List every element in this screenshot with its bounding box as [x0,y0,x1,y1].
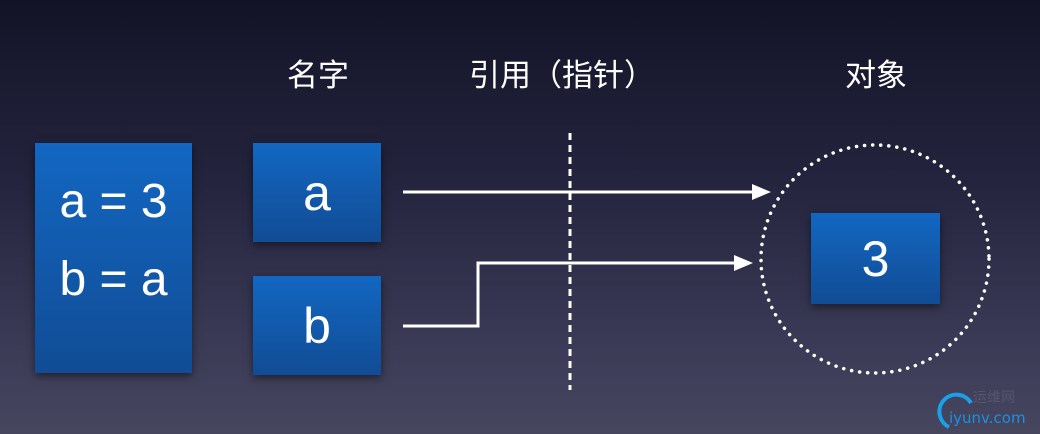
names-header: 名字 [287,58,349,94]
object-value: 3 [861,230,890,287]
references-header: 引用（指针） [469,58,655,94]
code-line-2: b = a [59,253,168,306]
watermark-cn: 运维网 [973,390,1015,406]
code-box: a = 3 b = a [35,143,192,373]
objects-header: 对象 [845,58,907,94]
name-b-box: b [253,276,381,375]
watermark-domain: iyunv.com [949,409,1026,427]
arrow-b-to-object [403,255,753,328]
watermark-logo-icon [937,392,973,429]
object-box: 3 [811,213,940,304]
name-b-label: b [303,297,331,354]
object-dotted-circle [759,143,991,375]
name-a-box: a [253,143,381,242]
name-a-label: a [303,164,331,221]
watermark: 运维网 iyunv.com [935,385,1035,430]
arrow-a-to-object [403,184,771,200]
code-line-1: a = 3 [59,175,168,228]
